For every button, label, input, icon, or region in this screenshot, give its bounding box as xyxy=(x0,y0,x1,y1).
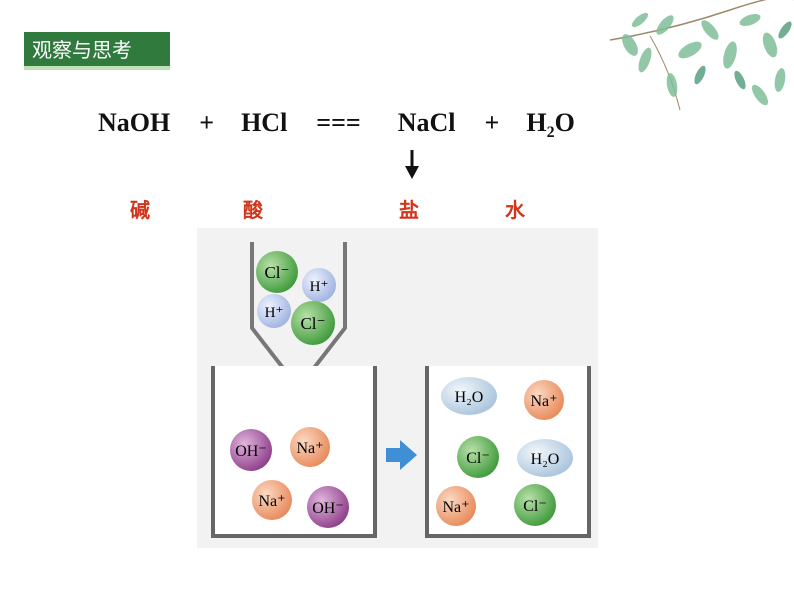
ion-cl-funnel-2: Cl⁻ xyxy=(291,301,335,345)
ion-cl-funnel-1: Cl⁻ xyxy=(256,251,298,293)
ion-h2o-right-2: H₂O xyxy=(517,439,573,477)
svg-text:Cl⁻: Cl⁻ xyxy=(264,263,289,282)
svg-text:H⁺: H⁺ xyxy=(310,279,329,295)
plus-sign: + xyxy=(484,108,500,137)
label-salt: 盐 xyxy=(399,198,419,222)
section-tag-strip xyxy=(24,66,170,70)
svg-text:Na⁺: Na⁺ xyxy=(296,440,323,457)
svg-text:Na⁺: Na⁺ xyxy=(442,499,469,516)
svg-text:H₂O: H₂O xyxy=(455,389,484,406)
svg-text:H⁺: H⁺ xyxy=(265,305,284,321)
svg-text:H₂O: H₂O xyxy=(531,451,560,468)
svg-text:Cl⁻: Cl⁻ xyxy=(466,450,490,467)
ion-na-left-2: Na⁺ xyxy=(252,480,292,520)
chemical-equation: NaOH + HCl === NaCl + H2O xyxy=(98,108,575,142)
product-water: H2O xyxy=(526,108,575,142)
ion-oh-left-1: OH⁻ xyxy=(230,429,272,471)
svg-text:Na⁺: Na⁺ xyxy=(530,393,557,410)
ion-cl-right-2: Cl⁻ xyxy=(514,484,556,526)
ion-h-funnel-1: H⁺ xyxy=(302,268,336,302)
ion-na-right-2: Na⁺ xyxy=(436,486,476,526)
ion-h2o-right-1: H₂O xyxy=(441,377,497,415)
reactant-hcl: HCl xyxy=(241,108,288,137)
product-nacl: NaCl xyxy=(397,108,456,137)
reaction-arrow-icon xyxy=(386,440,417,470)
leaf-branch-decoration xyxy=(610,0,794,111)
plus-sign: + xyxy=(199,108,215,137)
svg-text:Na⁺: Na⁺ xyxy=(258,493,285,510)
ion-na-right-1: Na⁺ xyxy=(524,380,564,420)
svg-text:OH⁻: OH⁻ xyxy=(235,443,267,460)
label-base: 碱 xyxy=(130,198,150,222)
section-tag: 观察与思考 xyxy=(24,32,170,68)
ion-na-left-1: Na⁺ xyxy=(290,427,330,467)
down-arrow-icon xyxy=(405,150,419,179)
equals-sign: === xyxy=(316,108,361,137)
svg-text:OH⁻: OH⁻ xyxy=(312,500,344,517)
label-water: 水 xyxy=(505,198,525,222)
ion-cl-right-1: Cl⁻ xyxy=(457,436,499,478)
reactant-naoh: NaOH xyxy=(98,108,171,137)
ion-h-funnel-2: H⁺ xyxy=(257,294,291,328)
ion-oh-left-2: OH⁻ xyxy=(307,486,349,528)
label-acid: 酸 xyxy=(243,198,263,222)
svg-text:Cl⁻: Cl⁻ xyxy=(523,498,547,515)
svg-text:Cl⁻: Cl⁻ xyxy=(300,314,325,333)
reaction-illustration: Cl⁻ H⁺ H⁺ Cl⁻ OH⁻ Na⁺ Na⁺ OH⁻ H₂O Na⁺ Cl… xyxy=(197,228,598,548)
